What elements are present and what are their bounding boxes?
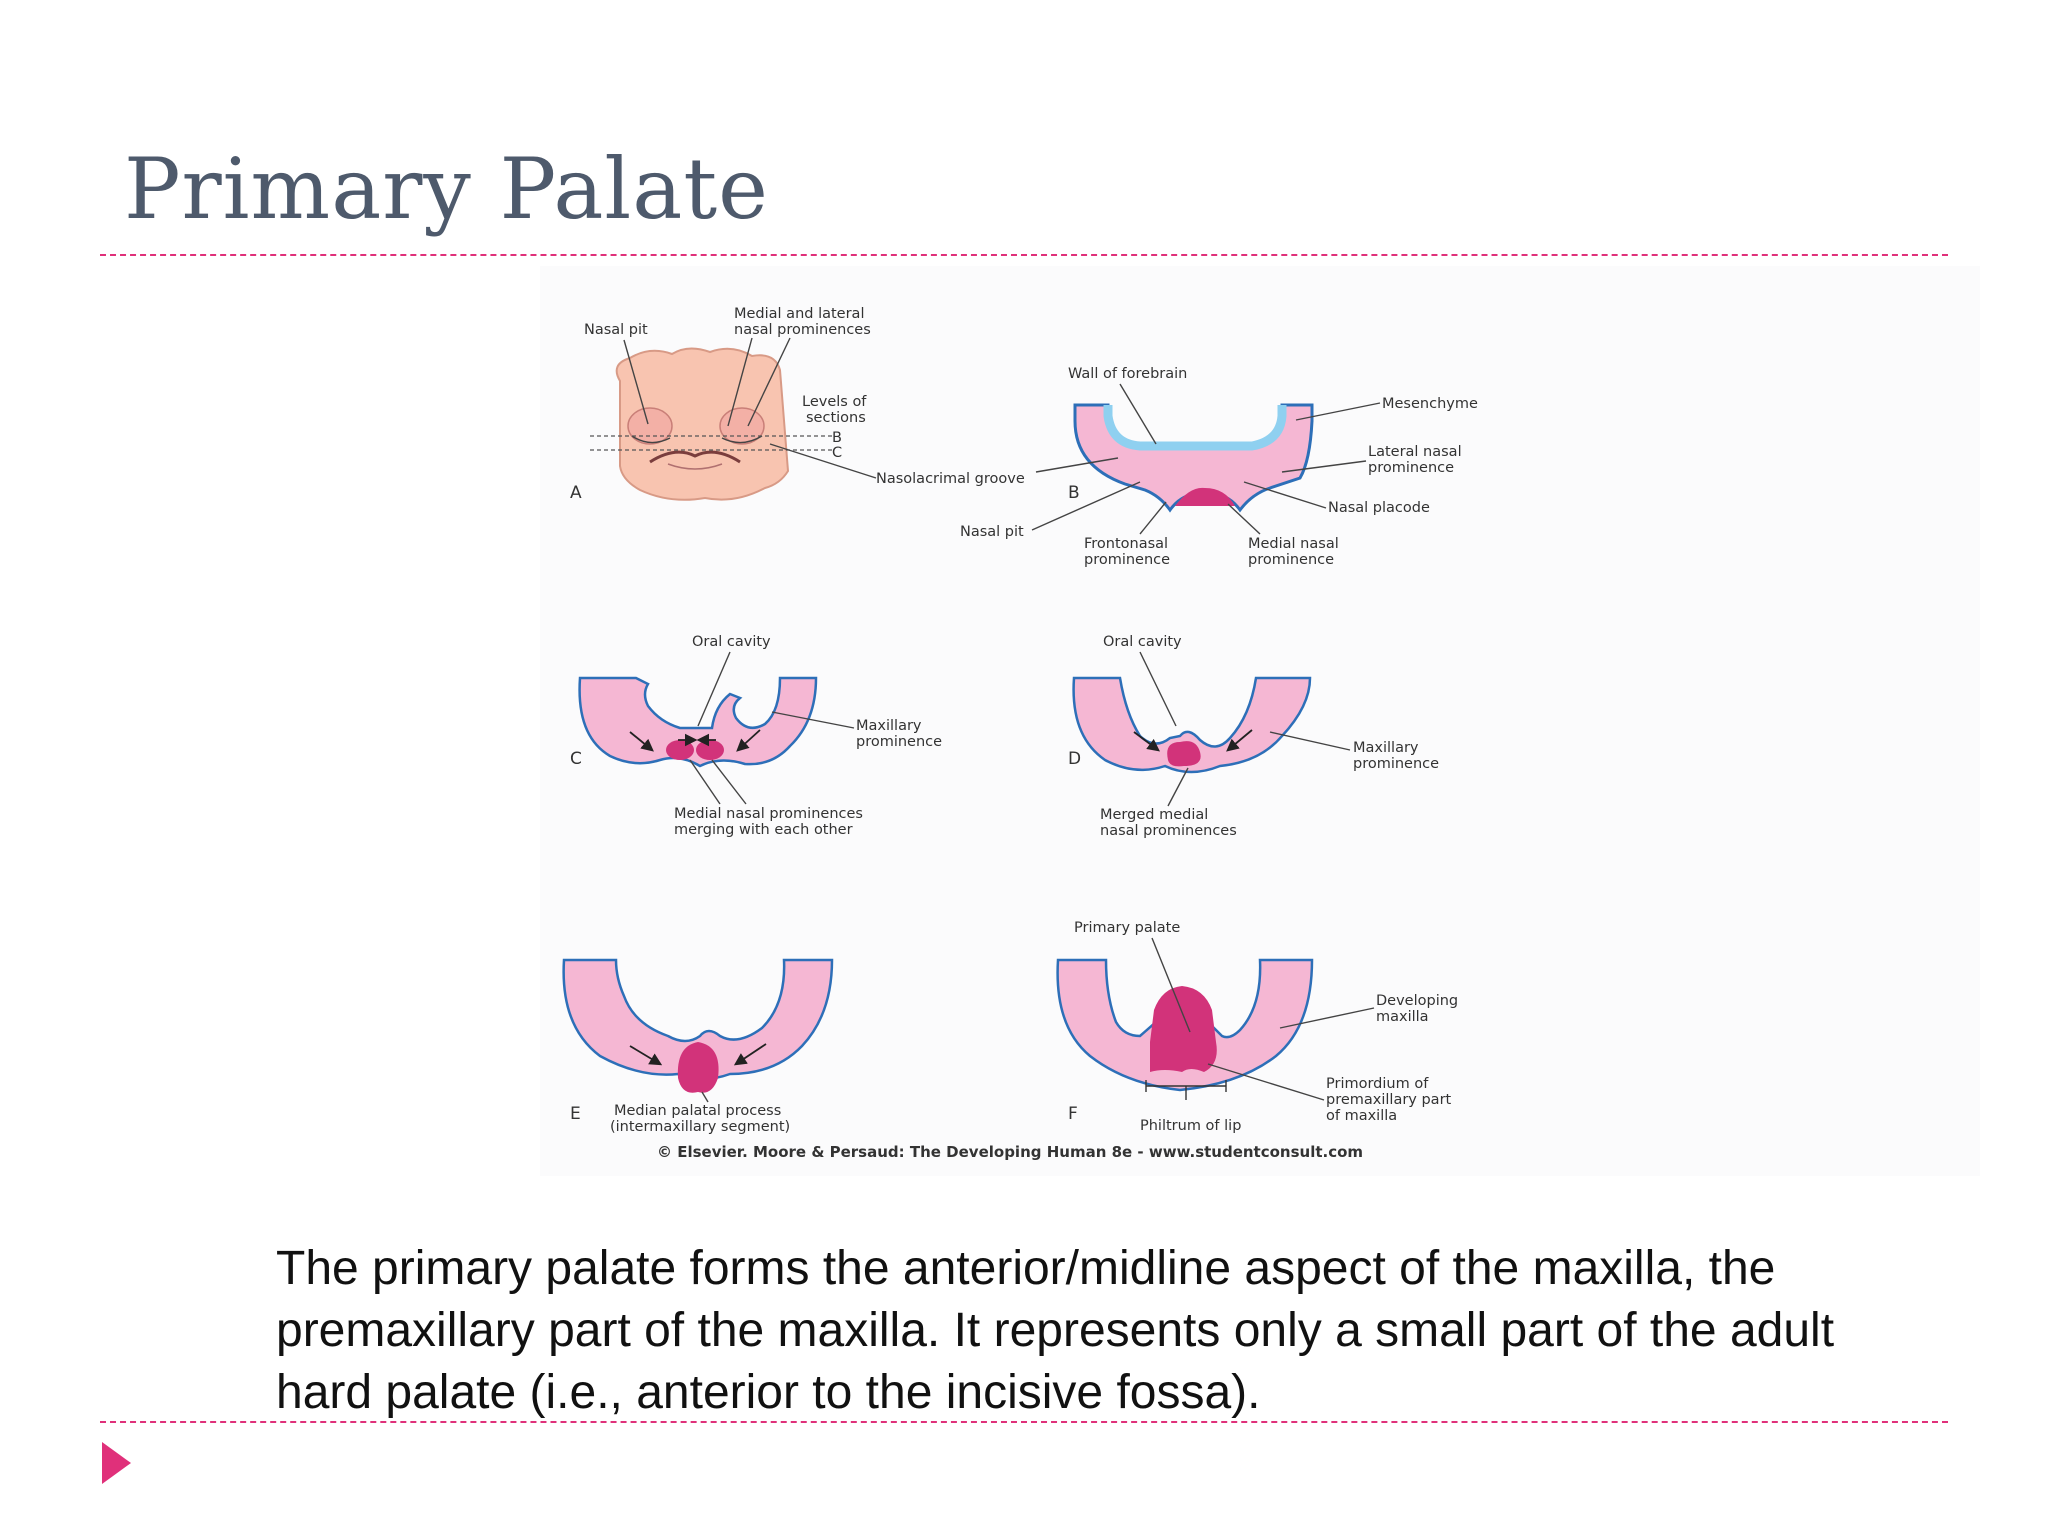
footer-divider bbox=[100, 1421, 1948, 1423]
panel-letter-a: A bbox=[570, 483, 582, 503]
label-mesenchyme: Mesenchyme bbox=[1382, 396, 1478, 412]
figure-credit: © Elsevier. Moore & Persaud: The Develop… bbox=[657, 1143, 1363, 1161]
label-developing-1: Developing bbox=[1376, 993, 1458, 1009]
panel-c-section-illustration bbox=[578, 676, 818, 768]
panel-b-section-illustration bbox=[1073, 403, 1314, 513]
label-primordium-1: Primordium of bbox=[1326, 1076, 1429, 1092]
label-frontonasal-2: prominence bbox=[1084, 552, 1170, 568]
label-levels-1: Levels of bbox=[802, 394, 867, 410]
label-medial-lateral-2: nasal prominences bbox=[734, 322, 871, 338]
label-medial-lateral-1: Medial and lateral bbox=[734, 306, 864, 322]
panel-d-section-illustration bbox=[1072, 676, 1312, 774]
panel-a-face-illustration bbox=[615, 347, 790, 501]
label-nasal-pit-a: Nasal pit bbox=[584, 322, 648, 338]
panel-letter-c: C bbox=[570, 749, 582, 769]
label-level-c: C bbox=[832, 445, 842, 461]
panel-f-section-illustration bbox=[1056, 958, 1314, 1092]
label-medial-nasal-1: Medial nasal bbox=[1248, 536, 1339, 552]
label-median-palatal-1: Median palatal process bbox=[614, 1103, 781, 1119]
label-philtrum: Philtrum of lip bbox=[1140, 1118, 1241, 1134]
label-levels-2: sections bbox=[806, 410, 866, 426]
label-merged-1: Merged medial bbox=[1100, 807, 1208, 823]
label-maxillary-c-1: Maxillary bbox=[856, 718, 922, 734]
label-merging-2: merging with each other bbox=[674, 822, 853, 838]
slide-title: Primary Palate bbox=[124, 140, 769, 238]
label-maxillary-c-2: prominence bbox=[856, 734, 942, 750]
panel-e-section-illustration bbox=[562, 958, 834, 1093]
label-nasal-placode: Nasal placode bbox=[1328, 500, 1430, 516]
label-oral-cavity-c: Oral cavity bbox=[692, 634, 771, 650]
triangle-bullet-icon bbox=[102, 1442, 131, 1484]
body-paragraph: The primary palate forms the anterior/mi… bbox=[276, 1242, 1835, 1419]
label-nasolacrimal-groove: Nasolacrimal groove bbox=[876, 471, 1025, 487]
panel-letter-d: D bbox=[1068, 749, 1081, 769]
label-developing-2: maxilla bbox=[1376, 1009, 1429, 1025]
label-maxillary-d-1: Maxillary bbox=[1353, 740, 1419, 756]
palate-development-figure: A Nasal pit Medial and lateral nasal pro… bbox=[562, 306, 1478, 1161]
label-lateral-nasal-1: Lateral nasal bbox=[1368, 444, 1462, 460]
label-primordium-2: premaxillary part bbox=[1326, 1092, 1452, 1108]
label-frontonasal-1: Frontonasal bbox=[1084, 536, 1168, 552]
panel-letter-f: F bbox=[1068, 1104, 1078, 1124]
label-primordium-3: of maxilla bbox=[1326, 1108, 1397, 1124]
label-merging-1: Medial nasal prominences bbox=[674, 806, 863, 822]
label-maxillary-d-2: prominence bbox=[1353, 756, 1439, 772]
label-oral-cavity-d: Oral cavity bbox=[1103, 634, 1182, 650]
panel-letter-b: B bbox=[1068, 483, 1080, 503]
title-divider bbox=[100, 254, 1948, 256]
label-wall-of-forebrain: Wall of forebrain bbox=[1068, 366, 1187, 382]
label-nasal-pit-b: Nasal pit bbox=[960, 524, 1024, 540]
label-merged-2: nasal prominences bbox=[1100, 823, 1237, 839]
label-median-palatal-2: (intermaxillary segment) bbox=[610, 1119, 790, 1135]
panel-letter-e: E bbox=[570, 1104, 581, 1124]
label-primary-palate: Primary palate bbox=[1074, 920, 1180, 936]
label-level-b: B bbox=[832, 430, 842, 446]
label-lateral-nasal-2: prominence bbox=[1368, 460, 1454, 476]
label-medial-nasal-2: prominence bbox=[1248, 552, 1334, 568]
